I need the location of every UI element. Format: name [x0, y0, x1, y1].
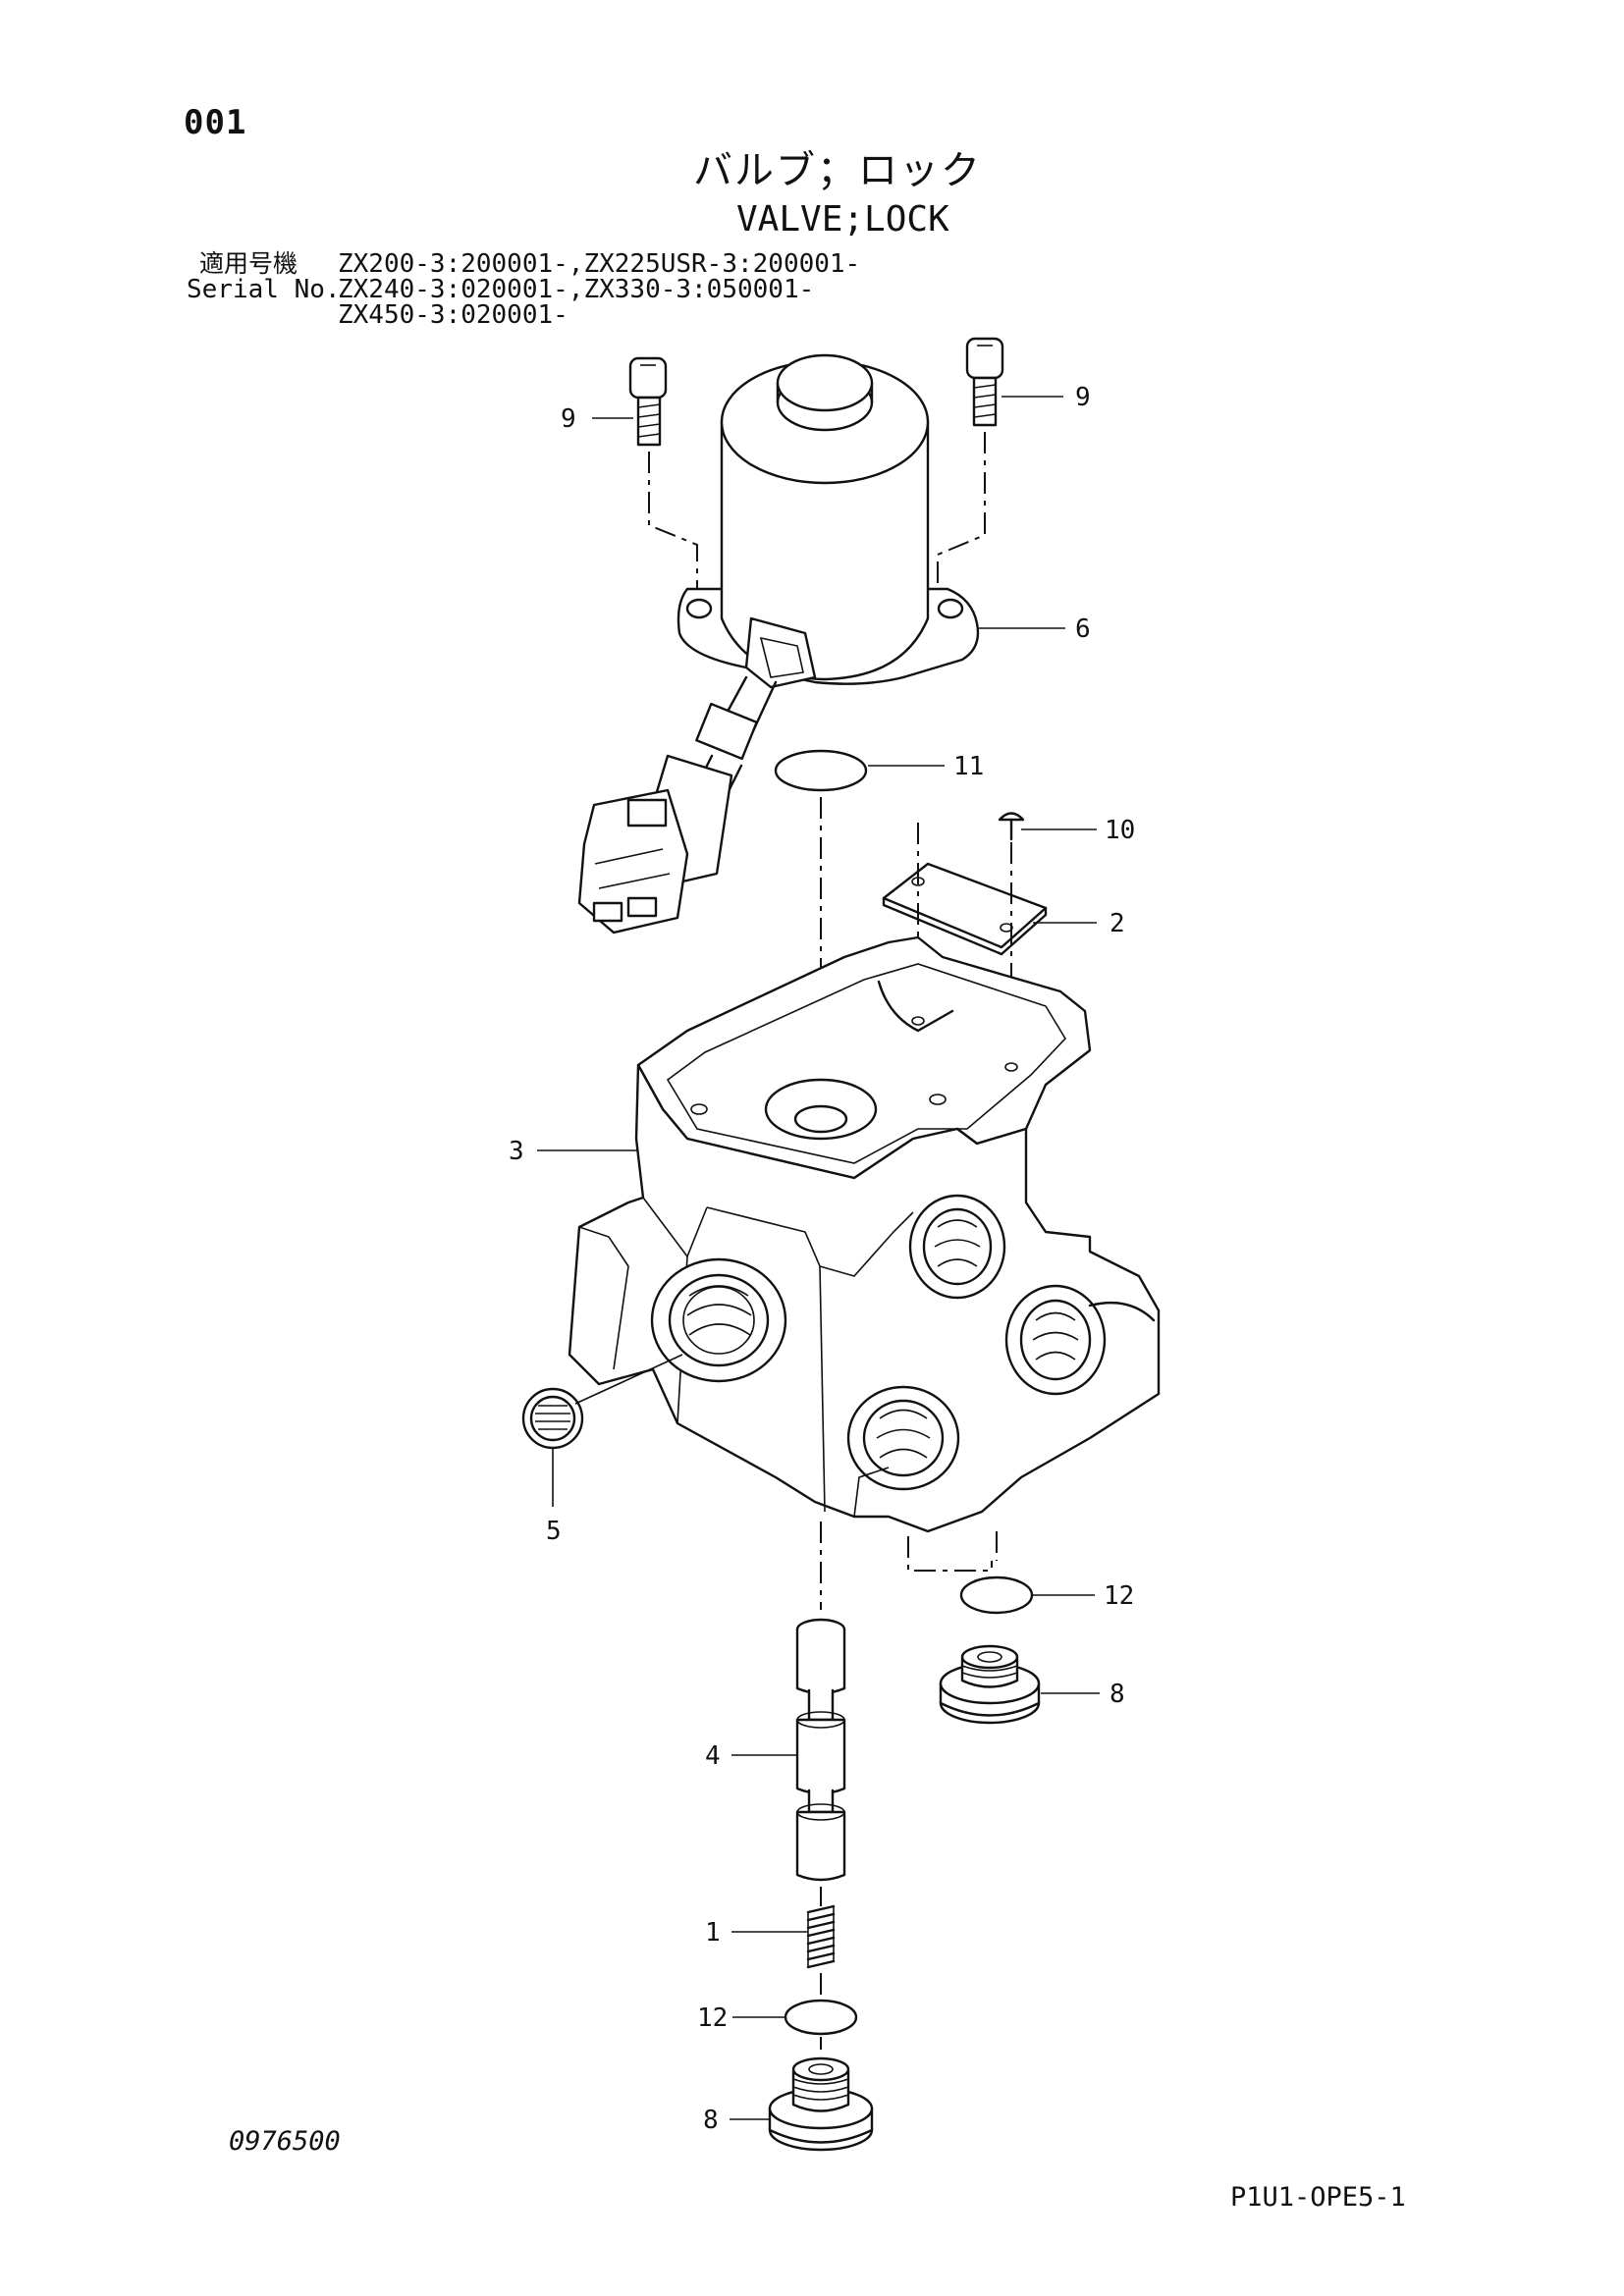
bolt-left: [628, 356, 668, 447]
solenoid: [677, 353, 980, 689]
callout-8-lower: 8: [703, 2106, 719, 2135]
serial-line: ZX200-3:200001-,ZX225USR-3:200001-: [338, 249, 861, 279]
title-japanese: バルブ；ロック: [693, 148, 982, 193]
spool-4: [795, 1618, 846, 1882]
title-english: VALVE;LOCK: [736, 199, 949, 240]
leader-bolt-right: [937, 432, 986, 609]
leader-bolt-left: [648, 452, 698, 609]
plug-8-upper: [939, 1644, 1041, 1725]
callout-4: 4: [705, 1741, 721, 1771]
o-ring-12-lower: [784, 1999, 858, 2036]
callout-10: 10: [1105, 816, 1136, 845]
callout-12-lower: 12: [697, 2003, 729, 2033]
serial-label-english: Serial No.: [187, 275, 341, 304]
spring-1: [806, 1904, 836, 1969]
callout-9-right: 9: [1075, 383, 1091, 412]
valve-body-3: [568, 935, 1161, 1533]
callout-2: 2: [1110, 909, 1125, 938]
callout-8-upper: 8: [1110, 1680, 1125, 1709]
drawing-number: 0976500: [229, 2126, 341, 2157]
page-number: 001: [184, 103, 247, 142]
plug-8-lower: [768, 2056, 874, 2152]
leader-bottom-port: [907, 1531, 998, 1572]
callout-11: 11: [953, 752, 985, 781]
serial-line: ZX240-3:020001-,ZX330-3:050001-: [338, 275, 815, 304]
callout-9-left: 9: [561, 404, 576, 434]
callout-12-upper: 12: [1104, 1581, 1135, 1611]
solenoid-cable-plug: [577, 675, 778, 934]
callout-1: 1: [705, 1918, 721, 1948]
rivet-10: [998, 812, 1025, 841]
callout-leaders: [537, 396, 1100, 2120]
serial-label-japanese: 適用号機: [199, 249, 298, 278]
sheet-code: P1U1-OPE5-1: [1230, 2182, 1406, 2213]
callout-5: 5: [546, 1517, 562, 1546]
plate-2: [882, 862, 1048, 956]
callout-3: 3: [509, 1137, 524, 1166]
bolt-right: [965, 337, 1004, 427]
o-ring-11: [774, 749, 868, 792]
callout-6: 6: [1075, 614, 1091, 644]
o-ring-12-upper: [959, 1575, 1034, 1615]
plug-5: [521, 1387, 584, 1450]
serial-line: ZX450-3:020001-: [338, 300, 568, 330]
